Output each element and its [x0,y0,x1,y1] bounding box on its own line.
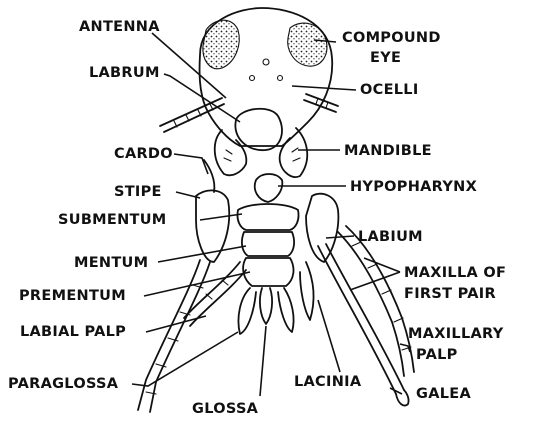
label-maxillary-palp-1: MAXILLARY [408,326,504,342]
label-compound-eye-1: COMPOUND [342,30,441,46]
label-maxillary-palp-2: PALP [416,347,458,363]
insect-head-illustration [138,8,414,412]
lacinia-right [300,262,313,320]
galea-right [318,246,396,394]
label-stipe: STIPE [114,184,162,200]
glossa [260,288,272,324]
ocellus-right [278,76,283,81]
leader-lacinia [318,300,340,372]
leader-labium [326,236,354,238]
leader-maxilla-a [364,258,400,272]
paraglossa-left [238,288,256,334]
label-galea: GALEA [416,386,471,402]
labrum-plate [235,109,282,150]
leader-cardo [174,154,208,174]
label-mandible: MANDIBLE [344,143,432,159]
label-maxilla-2: FIRST PAIR [404,286,496,302]
leader-ocelli [292,86,356,90]
ocellus-left [250,76,255,81]
submentum-plate [237,204,298,230]
ocellus-center [263,59,269,65]
hypopharynx [255,174,283,202]
label-labial-palp: LABIAL PALP [20,324,126,340]
leader-glossa [260,326,266,396]
labial-palp-left [184,262,246,326]
label-prementum: PREMENTUM [19,288,126,304]
label-labium: LABIUM [358,229,423,245]
label-mentum: MENTUM [74,255,148,271]
leader-maxilla-b [350,272,400,290]
label-lacinia: LACINIA [294,374,362,390]
paraglossa-right [278,288,294,332]
leader-submentum [200,214,242,220]
antenna-left [160,98,224,132]
cardo-left [204,160,214,192]
label-paraglossa: PARAGLOSSA [8,376,119,392]
label-ocelli: OCELLI [360,82,419,98]
labels: ANTENNA COMPOUND EYE LABRUM OCELLI CARDO… [8,19,506,417]
antenna-right [304,94,338,112]
label-hypopharynx: HYPOPHARYNX [350,179,477,195]
label-cardo: CARDO [114,146,173,162]
label-compound-eye-2: EYE [370,50,401,66]
leader-maxillary-palp [400,344,410,352]
prementum-plate [243,258,293,286]
label-labrum: LABRUM [89,65,160,81]
label-submentum: SUBMENTUM [58,212,167,228]
leader-labial-palp [146,316,206,332]
stipe-right [306,194,338,262]
mentum-plate [242,232,294,256]
label-maxilla-1: MAXILLA OF [404,265,506,281]
label-antenna: ANTENNA [79,19,160,35]
label-glossa: GLOSSA [192,401,259,417]
